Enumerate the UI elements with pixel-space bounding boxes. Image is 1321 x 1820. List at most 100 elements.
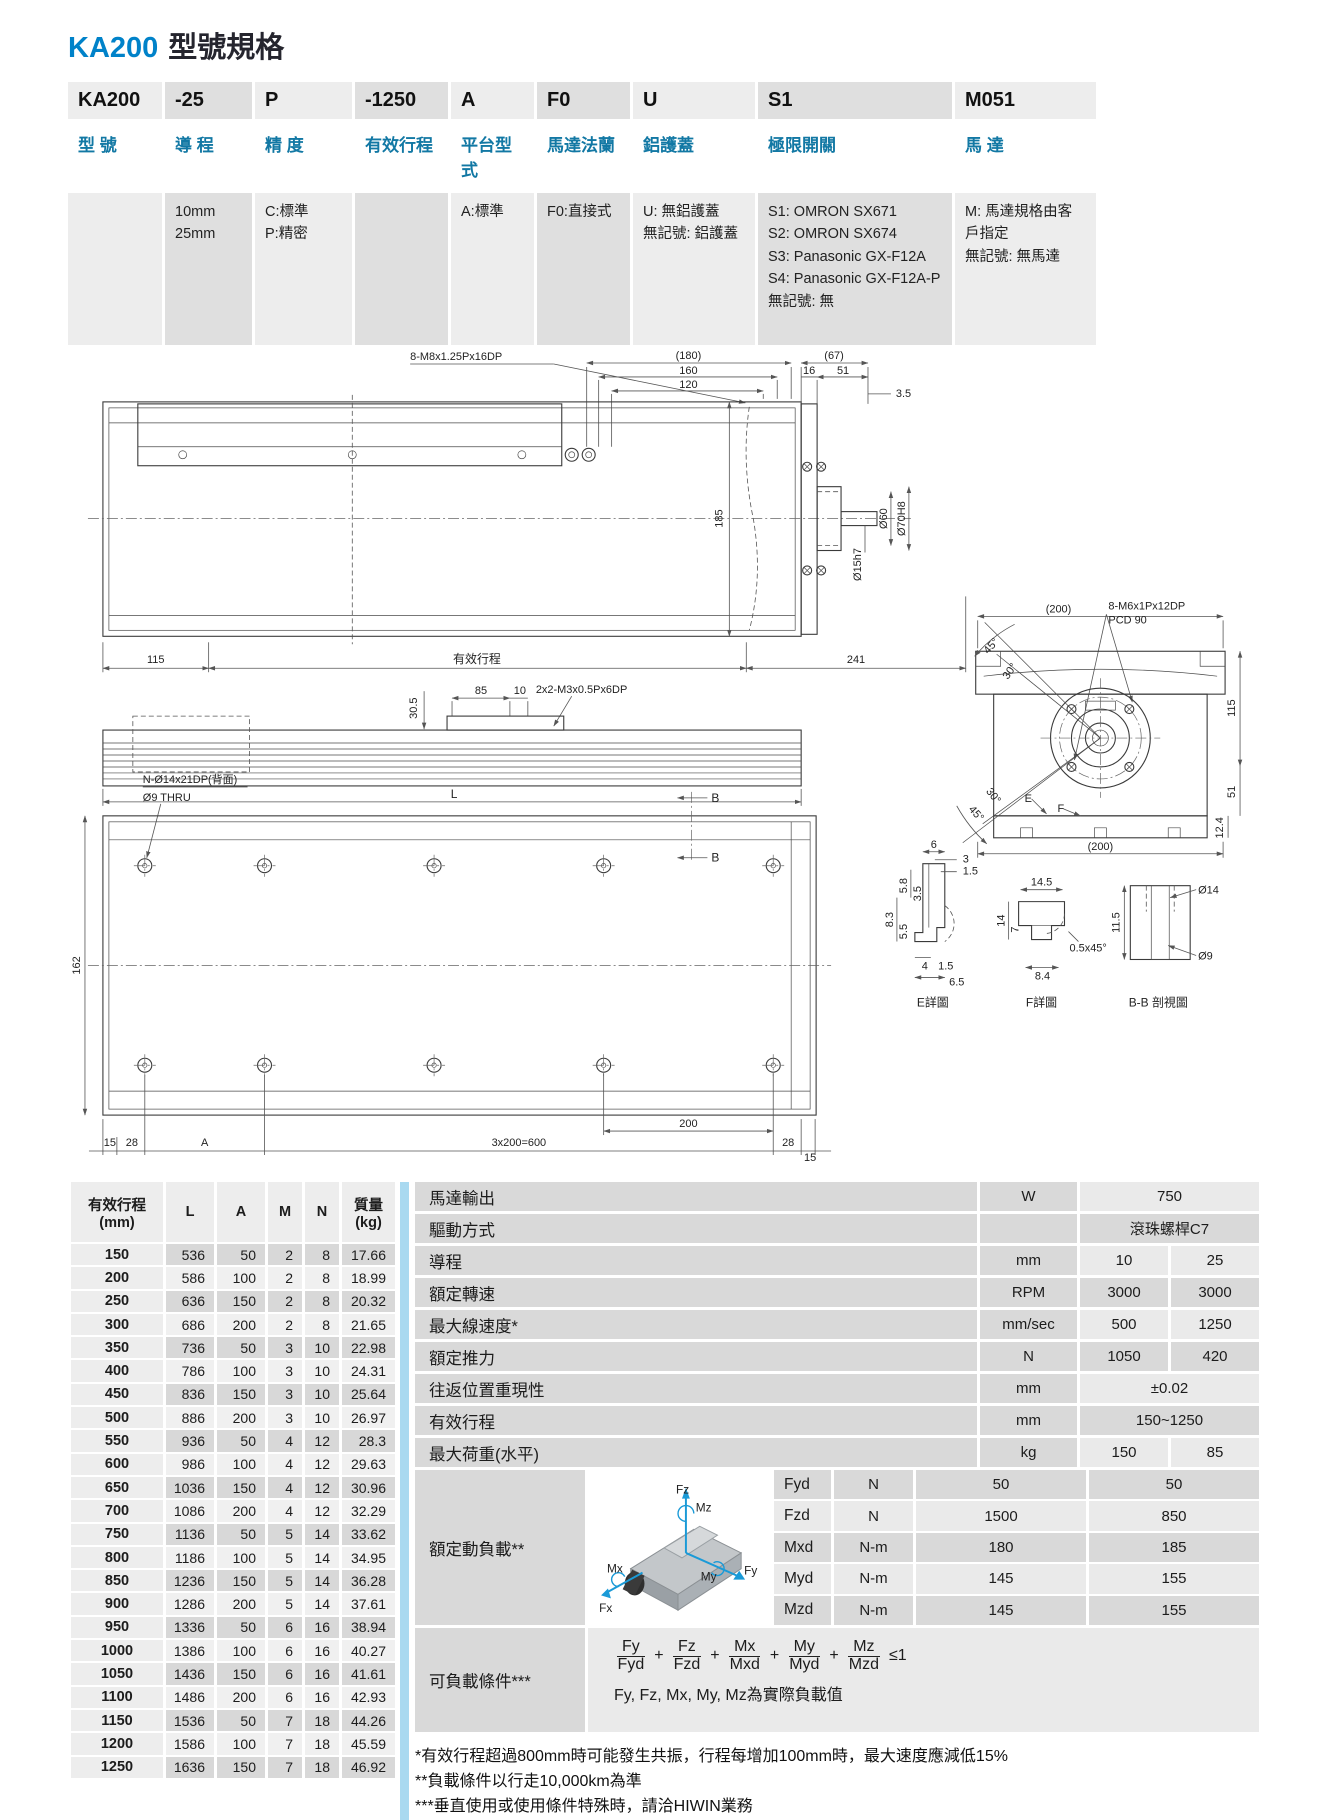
load-value: 145 bbox=[916, 1595, 1086, 1626]
plus-sign: + bbox=[829, 1647, 839, 1664]
dim-label: 51 bbox=[1226, 786, 1238, 798]
footnote: ***垂直使用或使用條件特殊時，請洽HIWIN業務 bbox=[415, 1797, 753, 1815]
cell-A: 50 bbox=[217, 1244, 265, 1266]
cell-mass: 37.61 bbox=[342, 1593, 395, 1615]
cell-mass: 41.61 bbox=[342, 1663, 395, 1685]
spec-value: 150~1250 bbox=[1080, 1406, 1259, 1435]
dim-label: 10 bbox=[514, 685, 526, 697]
option: S4: Panasonic GX-F12A-P bbox=[768, 271, 941, 288]
dim-label: 115 bbox=[147, 654, 165, 666]
tables-section: 有效行程 (mm) L A M N 質量 (kg) 150 536 50 2 8 bbox=[68, 1180, 1259, 1820]
cell-M: 2 bbox=[268, 1244, 302, 1266]
cell-M: 6 bbox=[268, 1663, 302, 1685]
dim-label: 3.5 bbox=[896, 388, 911, 400]
option: S2: OMRON SX674 bbox=[768, 226, 897, 243]
cell-L: 786 bbox=[166, 1360, 214, 1382]
spec-value: 25 bbox=[1171, 1246, 1259, 1275]
spec-unit: N bbox=[980, 1342, 1077, 1371]
code-part: -25 bbox=[165, 82, 252, 119]
cell-L: 586 bbox=[166, 1267, 214, 1289]
option: U: 無鋁護蓋 bbox=[643, 204, 720, 220]
option: M: 馬達規格由客戶指定 bbox=[965, 204, 1073, 243]
end-view: (200) 8-M6x1Px12DP PCD 90 bbox=[956, 600, 1243, 858]
dim-label: B bbox=[711, 851, 719, 865]
table-row: 300 686 200 2 8 21.65 bbox=[71, 1313, 395, 1336]
dim-label: 14 bbox=[996, 914, 1008, 926]
detail-e: 6 3 1.5 5.8 3.5 8.3 5.5 4 1.5 6.5 E詳圖 bbox=[884, 839, 978, 1010]
table-row: 650 1036 150 4 12 30.96 bbox=[71, 1476, 395, 1499]
cell-mass: 32.29 bbox=[342, 1500, 395, 1522]
code-label: 有效行程 bbox=[355, 122, 448, 190]
option: S3: Panasonic GX-F12A bbox=[768, 248, 926, 265]
cell-A: 100 bbox=[217, 1360, 265, 1382]
cell-mass: 29.63 bbox=[342, 1453, 395, 1475]
load-value: 180 bbox=[916, 1532, 1086, 1563]
spec-row: 額定推力 N 1050 420 bbox=[415, 1342, 1259, 1371]
dim-label: A bbox=[201, 1137, 209, 1149]
axis-label: Fy bbox=[744, 1563, 757, 1577]
table-row: 250 636 150 2 8 20.32 bbox=[71, 1290, 395, 1312]
cell-A: 150 bbox=[217, 1570, 265, 1592]
load-value: 50 bbox=[916, 1470, 1086, 1500]
stroke-cell: 950 bbox=[71, 1616, 163, 1639]
spec-row: 有效行程 mm 150~1250 bbox=[415, 1406, 1259, 1435]
dim-label: Ø70H8 bbox=[896, 501, 908, 536]
spec-label: 有效行程 bbox=[415, 1406, 977, 1435]
dim-label: 6 bbox=[931, 839, 937, 851]
spec-unit: mm bbox=[980, 1246, 1077, 1275]
stroke-cell: 400 bbox=[71, 1360, 163, 1382]
dim-label: 30.5 bbox=[408, 697, 420, 718]
cell-N: 12 bbox=[305, 1500, 339, 1522]
dim-label: 14.5 bbox=[1031, 877, 1052, 889]
plan-view: 8-M8x1.25Px16DP (180) 160 120 (67) 16 51… bbox=[87, 350, 967, 673]
cell-L: 1636 bbox=[166, 1756, 214, 1778]
dim-label: L bbox=[451, 787, 458, 801]
code-options: S1: OMRON SX671 S2: OMRON SX674 S3: Pana… bbox=[758, 193, 952, 345]
spec-label: 導程 bbox=[415, 1246, 977, 1275]
detail-caption: E詳圖 bbox=[917, 994, 949, 1009]
dynamic-load-row: Mzd N-m 145 155 bbox=[774, 1595, 1259, 1626]
stroke-cell: 1200 bbox=[71, 1733, 163, 1755]
table-row: 1000 1386 100 6 16 40.27 bbox=[71, 1640, 395, 1662]
code-options bbox=[68, 193, 162, 345]
frac-num: Fz bbox=[673, 1638, 701, 1657]
cell-M: 5 bbox=[268, 1570, 302, 1592]
code-label: 馬達法蘭 bbox=[537, 122, 630, 190]
cell-A: 50 bbox=[217, 1523, 265, 1545]
table-row: 150 536 50 2 8 17.66 bbox=[71, 1244, 395, 1266]
cell-M: 3 bbox=[268, 1407, 302, 1429]
dim-label: 12.4 bbox=[1214, 817, 1226, 838]
cell-mass: 22.98 bbox=[342, 1337, 395, 1359]
detail-f: 14.5 14 7 0.5x45° 8.4 F詳圖 bbox=[996, 877, 1107, 1010]
cell-N: 14 bbox=[305, 1523, 339, 1545]
cell-L: 1336 bbox=[166, 1616, 214, 1639]
cell-A: 150 bbox=[217, 1756, 265, 1778]
cell-mass: 21.65 bbox=[342, 1313, 395, 1336]
spec-unit: kg bbox=[980, 1438, 1077, 1467]
cell-M: 5 bbox=[268, 1523, 302, 1545]
drawing-svg: 8-M8x1.25Px16DP (180) 160 120 (67) 16 51… bbox=[71, 350, 1243, 1164]
option: A:標準 bbox=[461, 204, 504, 220]
technical-drawings: 8-M8x1.25Px16DP (180) 160 120 (67) 16 51… bbox=[68, 347, 1259, 1170]
dim-label: 0.5x45° bbox=[1069, 943, 1106, 955]
frac-num: Fy bbox=[617, 1638, 645, 1657]
spec-value: 1250 bbox=[1171, 1310, 1259, 1339]
cell-A: 150 bbox=[217, 1383, 265, 1406]
spec-label: 馬達輸出 bbox=[415, 1182, 977, 1211]
code-part: A bbox=[451, 82, 534, 119]
cell-mass: 17.66 bbox=[342, 1244, 395, 1266]
spec-value: 750 bbox=[1080, 1182, 1259, 1211]
bottom-view: N-Ø14x21DP(背面) Ø9 THRU B B 162 20 bbox=[71, 772, 832, 1164]
table-row: 750 1136 50 5 14 33.62 bbox=[71, 1523, 395, 1545]
spec-value: 420 bbox=[1171, 1342, 1259, 1371]
cell-mass: 38.94 bbox=[342, 1616, 395, 1639]
frac-den: Mzd bbox=[848, 1656, 879, 1673]
frac-num: My bbox=[788, 1638, 820, 1657]
cell-L: 1536 bbox=[166, 1709, 214, 1732]
dim-label: 1.5 bbox=[963, 866, 978, 878]
code-part: -1250 bbox=[355, 82, 448, 119]
cell-N: 14 bbox=[305, 1546, 339, 1569]
spec-table: 馬達輸出 W 750 驅動方式 滾珠螺桿C7 導程 mm 10 25 額定轉速 … bbox=[415, 1182, 1259, 1820]
load-unit: N-m bbox=[834, 1595, 913, 1626]
cell-mass: 45.59 bbox=[342, 1733, 395, 1755]
